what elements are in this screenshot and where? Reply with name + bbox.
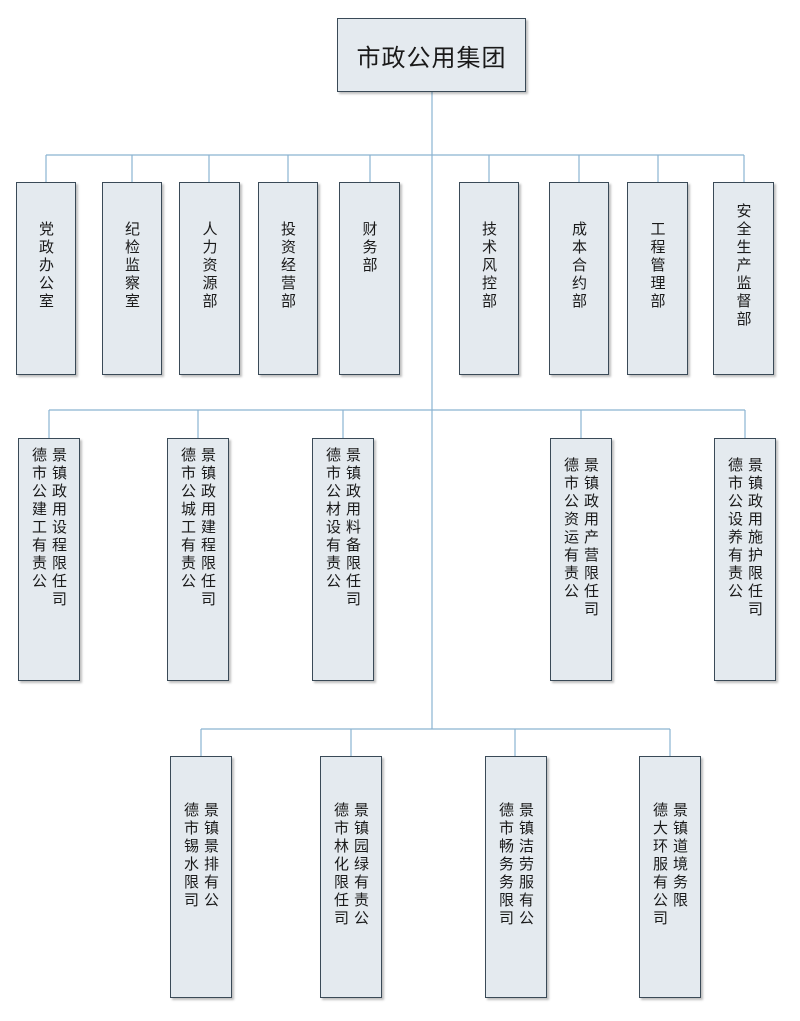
company-label-col2: 德市畅务务限司 (497, 802, 515, 928)
dept-label: 工程管理部 (648, 221, 667, 311)
company-label-col1: 景镇道境务限 (671, 802, 689, 910)
dept-label: 党政办公室 (37, 221, 55, 311)
company-label-col2: 德市锡水限司 (182, 802, 200, 910)
dept-label: 纪检监察室 (123, 221, 141, 311)
company-label-col1: 景镇政用建程限任司 (199, 447, 217, 609)
dept-engineering: 工程管理部 (627, 182, 688, 375)
dept-label: 人力资源部 (200, 221, 219, 311)
dept-label: 财务部 (360, 221, 379, 275)
dept-label: 安全生产监督部 (734, 203, 753, 329)
company-label-col1: 景镇洁劳服有公 (517, 802, 535, 928)
company-road-environment: 景镇道境务限 德大环服有公司 (639, 756, 701, 998)
dept-label: 技术风控部 (480, 221, 498, 311)
company-construction: 景镇政用设程限任司 德市公建工有责公 (18, 438, 80, 681)
company-label-col1: 景镇政用施护限任司 (746, 457, 764, 619)
company-label-col1: 景镇政用设程限任司 (50, 447, 68, 609)
company-label-col2: 德市公材设有责公 (324, 447, 342, 591)
company-label-col1: 景镇政用产营限任司 (582, 457, 600, 619)
dept-label: 投资经营部 (279, 221, 297, 311)
company-label-col1: 景镇景排有公 (202, 802, 220, 910)
root-node: 市政公用集团 (337, 18, 526, 92)
dept-investment: 投资经营部 (258, 182, 318, 375)
company-landscaping: 景镇园绿有责公 德市林化限任司 (320, 756, 382, 998)
dept-hr: 人力资源部 (179, 182, 240, 375)
company-asset-operation: 景镇政用产营限任司 德市公资运有责公 (550, 438, 612, 681)
dept-party-office: 党政办公室 (16, 182, 76, 375)
dept-cost-contract: 成本合约部 (549, 182, 609, 375)
dept-label: 成本合约部 (570, 221, 588, 311)
root-label: 市政公用集团 (356, 43, 507, 72)
dept-risk-control: 技术风控部 (459, 182, 519, 375)
company-label-col2: 德市公资运有责公 (562, 457, 580, 601)
dept-safety: 安全生产监督部 (713, 182, 774, 375)
company-cleaning-services: 景镇洁劳服有公 德市畅务务限司 (485, 756, 547, 998)
company-label-col2: 德市公建工有责公 (30, 447, 48, 591)
company-label-col2: 德市林化限任司 (332, 802, 350, 928)
dept-finance: 财务部 (339, 182, 400, 375)
company-water-drainage: 景镇景排有公 德市锡水限司 (170, 756, 232, 998)
dept-discipline: 纪检监察室 (102, 182, 162, 375)
company-label-col2: 德大环服有公司 (651, 802, 669, 928)
company-label-col2: 德市公设养有责公 (726, 457, 744, 601)
company-materials: 景镇政用料备限任司 德市公材设有责公 (312, 438, 374, 681)
company-label-col1: 景镇园绿有责公 (352, 802, 370, 928)
company-label-col1: 景镇政用料备限任司 (344, 447, 362, 609)
company-facility-maintenance: 景镇政用施护限任司 德市公设养有责公 (714, 438, 776, 681)
company-label-col2: 德市公城工有责公 (179, 447, 197, 591)
company-urban-engineering: 景镇政用建程限任司 德市公城工有责公 (167, 438, 229, 681)
